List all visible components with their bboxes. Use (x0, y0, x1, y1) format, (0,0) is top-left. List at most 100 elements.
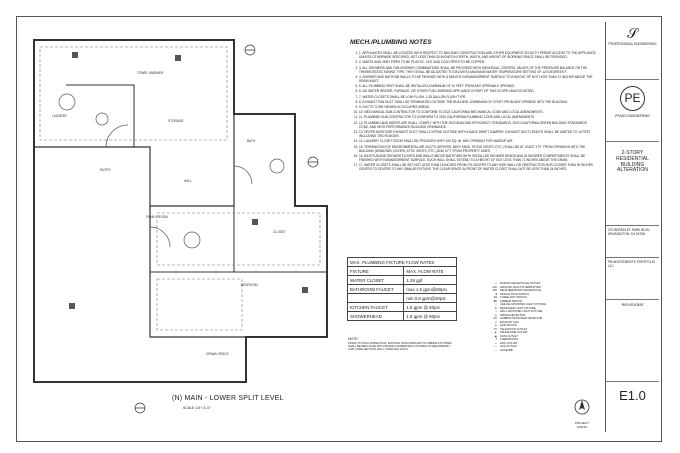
legend-label: DATA OUTLET (500, 334, 518, 338)
room-label-storage: STORAGE (168, 119, 184, 123)
flow-table-cell: 1.28 gpf (403, 275, 457, 285)
legend-label: DIMMER SWITCH (500, 299, 523, 303)
room-label-family-room: FAMILY ROOM (146, 215, 168, 219)
legend-symbol: ⊖ (494, 324, 497, 327)
note-item: 12. PLUMBING AND WATER USE SHALL COMPLY … (359, 121, 597, 129)
room-label-laundry: LAUNDRY (52, 114, 68, 118)
legend-label: WEATHERPROOF RECEPTACLE (500, 289, 542, 292)
project-title: 2-STORY RESIDENTIAL BUILDING ALTERATION (616, 150, 649, 174)
flow-table-title: MAX. PLUMBING FIXTURE FLOW RATES (347, 257, 457, 267)
legend-symbol: ◆ (494, 334, 497, 338)
revisions-title: REVISIONS (621, 301, 644, 307)
legend-label: CARBON MONOXIDE DETECTOR (500, 317, 543, 320)
legend-symbol: ◐ (495, 310, 497, 313)
note-item: 17. WATER CLOSETS SHALL BE SET NOT LESS … (359, 163, 597, 171)
flow-table-cell: min 0.8 gpm@20psi (403, 293, 457, 303)
sheet-number: E1.0 (619, 387, 646, 403)
legend-symbol: — (494, 341, 497, 345)
notes-title: MECH./PLUMBING NOTES (350, 39, 432, 46)
legend-label: TELEPHONE OUTLET (500, 331, 528, 334)
flow-table-cell: MAX. FLOW RATE (403, 266, 457, 276)
note-item: 15. TERMINATION OF ENVIRONMENTAL AIR DUC… (359, 145, 597, 153)
floor-plan-svg: TOWEL WARMER LAUNDRY STORAGE ENTRY BATH … (33, 39, 328, 414)
legend-symbol: — (494, 345, 497, 348)
note-item: 4. SHOWER AND BATHTUB WALLS TO BE FINISH… (359, 75, 597, 83)
project-address: 372 BERKELEY PARK BLVD. KENSINGTON, CA 9… (608, 227, 651, 236)
north-arrow: PROJECT NORTH (570, 398, 594, 429)
legend-symbol: ◎ (494, 313, 497, 317)
legend-symbol: $D (493, 299, 497, 303)
note-item: 6. NO WATER HEATER, FURNACE, OR OTHER FU… (359, 89, 597, 93)
flow-table-cell: BATHROOM FAUCET (346, 284, 405, 294)
legend-label: THREE-WAY SWITCH (500, 296, 528, 299)
room-label-bath: BATH (247, 139, 256, 143)
legend-label: GROUND FAULT INTERRUPTER (500, 285, 541, 289)
legend-label: SINGLE POLE SWITCH (500, 292, 530, 296)
flow-table-cell: SHOWERHEAD (346, 311, 405, 321)
north-label: PROJECT NORTH (574, 421, 589, 429)
legend-symbol: — (494, 348, 497, 352)
plumbing-notes: 1. APPLIANCES SHALL BE LOCATED WITH RESP… (351, 51, 597, 172)
firm-name: PRADO ENGINEERING (615, 113, 650, 118)
legend-label: TELEVISION OUTLET (500, 327, 528, 331)
legend-label: THERMOSTAT (500, 338, 519, 341)
note-item: 7. WATER CLOSETS SHALL BE LOW FLUSH, 1.2… (359, 95, 597, 99)
flow-table-cell (346, 293, 405, 303)
note-item: 9. DUCTS TO BE HIDDEN IN OCCUPIED AREAS. (359, 105, 597, 109)
flow-table-cell: FIXTURE (346, 266, 405, 276)
legend-symbol: ▲ (494, 331, 497, 334)
flow-note: PRIOR TO FINAL INSPECTION, EXISTING NONC… (348, 342, 452, 352)
legend-symbol: CO (492, 317, 497, 320)
firm-monogram-icon: PE (620, 85, 645, 111)
legend-symbol: GFI (492, 285, 497, 289)
room-label-crawl-space: CRAWL SPACE (206, 352, 229, 356)
flow-table-cell: max 1.5 gpm@60psi (403, 284, 457, 294)
legend-symbol: ○ (495, 303, 497, 306)
flow-note-title: NOTE: (348, 337, 359, 341)
drawing-sheet (16, 16, 662, 442)
note-item: 11. PLUMBING SUB-CONTRACTOR TO CONFORM T… (359, 115, 597, 119)
room-label-closet: CLOSET (273, 230, 286, 234)
legend-symbol: T (495, 338, 497, 341)
firm-top-text: PROFESSIONAL ENGINEERING (608, 41, 657, 46)
legend-label: RECESSED LIGHT FIXTURE (500, 306, 536, 310)
legend-symbol: $3 (494, 296, 497, 299)
legend-symbol: $ (495, 292, 498, 296)
legend-label: GAS OUTLET (500, 345, 518, 348)
note-item: 10. MECHANICAL SUB-CONTRACTOR TO CONFORM… (359, 110, 597, 114)
note-item: 16. BATHTUB AND SHOWER FLOORS AND WALLS … (359, 154, 597, 162)
note-item: 3. ALL SHOWERS AND TUB-SHOWER COMBINATIO… (359, 66, 597, 74)
plan-scale: SCALE 1/4"=1'-0" (183, 406, 211, 410)
note-item: 1. APPLIANCES SHALL BE LOCATED WITH RESP… (359, 51, 597, 59)
note-item: 13. DRYER MOISTURE EXHAUST DUCT SHALL EX… (359, 130, 597, 138)
room-label-bedroom: BEDROOM (241, 283, 258, 287)
legend-label: WALL MOUNTED LIGHT FIXTURE (500, 310, 543, 313)
legend-label: DUPLEX RECEPTACLE OUTLET (500, 282, 541, 285)
note-item: 5. ALL PLUMBING VENT SHALL BE INSTALLED … (359, 84, 597, 88)
legend-symbol: — (494, 282, 497, 285)
flow-table-cell: KITCHEN FAUCET (346, 302, 405, 312)
title-block: 𝒮 PROFESSIONAL ENGINEERING PE PRADO ENGI… (605, 22, 659, 432)
legend-symbol: ⊕ (494, 306, 497, 310)
legend-symbol: ▭ (494, 320, 497, 324)
room-label-hall: HALL (184, 179, 192, 183)
firm-logo-icon: 𝒮 (627, 24, 638, 41)
note-item: 2. WASTE AND VENT PIPES TO BE PLASTIC. H… (359, 60, 597, 64)
room-label-towel-warmer: TOWEL WARMER (137, 71, 164, 75)
plan-title: (N) MAIN - LOWER SPLIT LEVEL (172, 395, 284, 402)
legend-symbol: WP (492, 289, 497, 292)
legend-symbol: TV (493, 327, 497, 331)
owner-name: PB INVESTMENTS PORTFOLIO LLC (608, 259, 656, 268)
flow-table-cell: WATER CLOSET (346, 275, 405, 285)
legend-label: 220V OUTLET (500, 341, 518, 345)
floor-plan: TOWEL WARMER LAUNDRY STORAGE ENTRY BATH … (22, 22, 340, 432)
flow-table-cell: 1.8 gpm @ 80psi (403, 311, 457, 321)
legend-label: CEILING MOUNTED LIGHT FIXTURE (500, 303, 546, 306)
legend-label: EXHAUST FAN (500, 320, 519, 324)
room-label-entry: ENTRY (100, 168, 112, 172)
flow-table-cell: 1.8 gpm @ 60psi (403, 302, 457, 312)
legend-label: CEILING FAN (500, 324, 517, 327)
legend-label: SMOKE DETECTOR (500, 313, 526, 317)
note-item: 14. LAUNDRY CLOSET DOOR SHALL BE PROVIDE… (359, 139, 597, 143)
